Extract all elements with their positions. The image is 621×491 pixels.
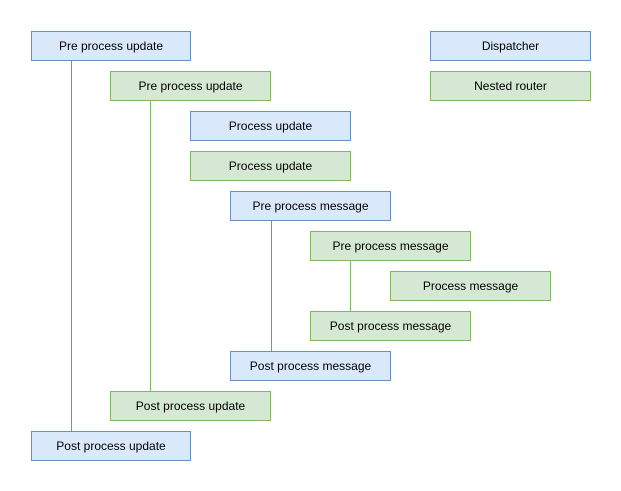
node-post-process-message-dispatcher: Post process message (230, 351, 391, 381)
connector-router-update (150, 100, 152, 391)
node-process-message-router: Process message (390, 271, 551, 301)
node-pre-process-message-dispatcher-label: Pre process message (252, 198, 369, 213)
node-pre-process-update-router: Pre process update (110, 71, 271, 101)
node-process-update-router-label: Process update (228, 158, 313, 173)
node-post-process-message-router: Post process message (310, 311, 471, 341)
node-post-process-update-router: Post process update (110, 391, 271, 421)
node-process-update-router: Process update (190, 151, 351, 181)
node-post-process-message-dispatcher-label: Post process message (249, 358, 372, 373)
node-pre-process-update-dispatcher-label: Pre process update (58, 38, 164, 53)
legend-nested-router: Nested router (430, 71, 591, 101)
node-pre-process-update-dispatcher: Pre process update (31, 31, 191, 61)
node-pre-process-message-dispatcher: Pre process message (230, 191, 391, 221)
node-process-message-router-label: Process message (422, 278, 519, 293)
node-pre-process-message-router-label: Pre process message (332, 238, 449, 253)
connector-dispatcher-message (271, 220, 273, 351)
node-post-process-update-dispatcher-label: Post process update (56, 438, 166, 453)
legend-dispatcher-label: Dispatcher (481, 38, 540, 53)
node-post-process-message-router-label: Post process message (329, 318, 452, 333)
legend-nested-router-label: Nested router (474, 78, 547, 93)
node-process-update-dispatcher: Process update (190, 111, 351, 141)
node-pre-process-update-router-label: Pre process update (138, 78, 243, 93)
node-pre-process-message-router: Pre process message (310, 231, 471, 261)
connector-router-message (350, 260, 352, 311)
connector-dispatcher-update (71, 60, 73, 431)
node-post-process-update-router-label: Post process update (135, 398, 246, 413)
node-post-process-update-dispatcher: Post process update (31, 431, 191, 461)
legend-dispatcher: Dispatcher (430, 31, 591, 61)
node-process-update-dispatcher-label: Process update (228, 118, 313, 133)
